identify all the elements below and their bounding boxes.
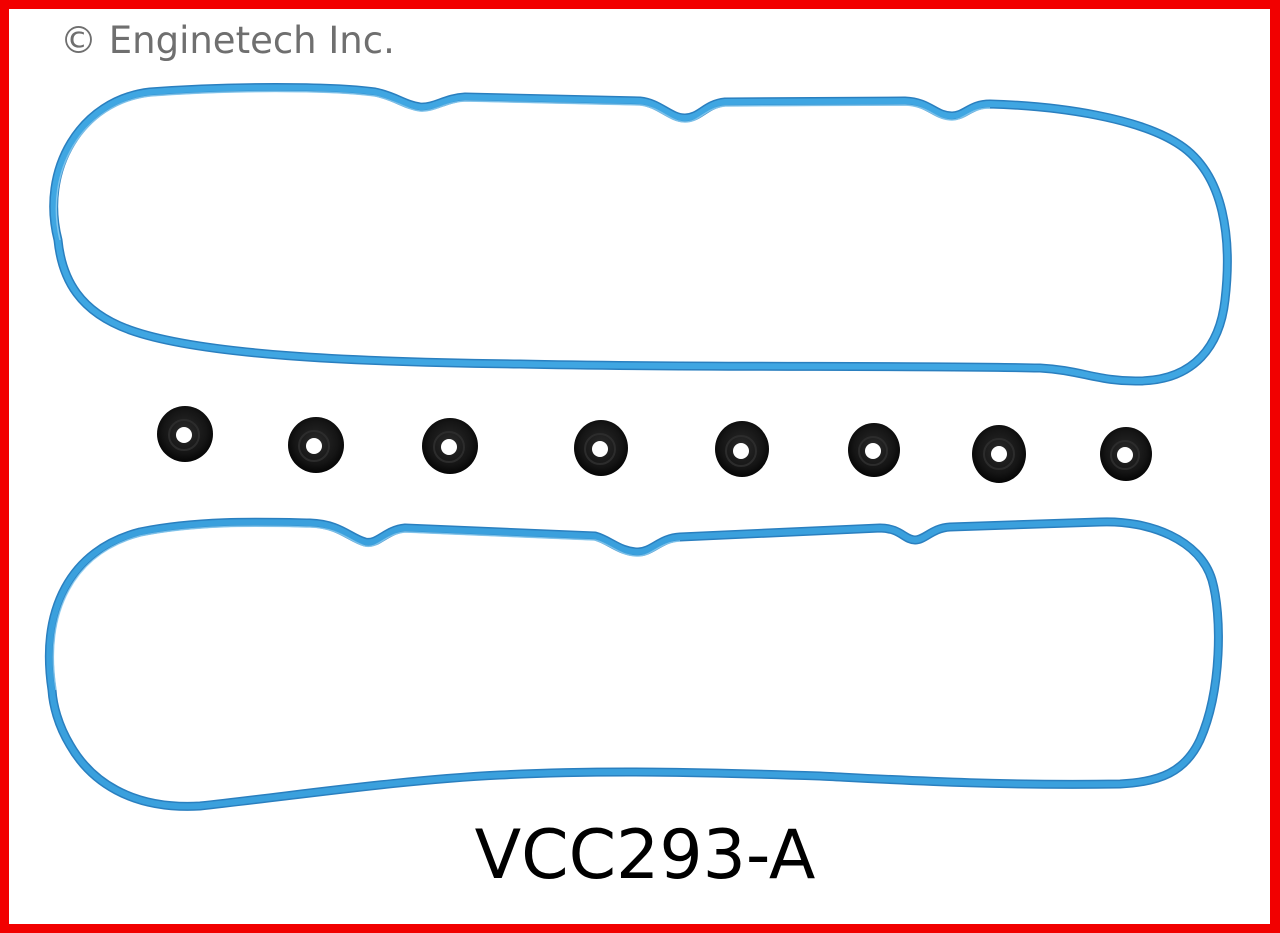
grommet-7 [972, 425, 1026, 483]
grommet-5 [715, 421, 769, 477]
grommets-row [157, 406, 1152, 483]
grommet-6 [848, 423, 900, 477]
upper-valve-cover-gasket [49, 83, 1232, 386]
grommet-3 [422, 418, 478, 474]
grommet-8 [1100, 427, 1152, 481]
part-number-label: VCC293-A [474, 816, 816, 895]
grommet-1 [157, 406, 213, 462]
copyright-watermark: © Enginetech Inc. [60, 19, 395, 62]
lower-valve-cover-gasket [44, 517, 1223, 811]
grommet-4 [574, 420, 628, 476]
grommet-2 [288, 417, 344, 473]
